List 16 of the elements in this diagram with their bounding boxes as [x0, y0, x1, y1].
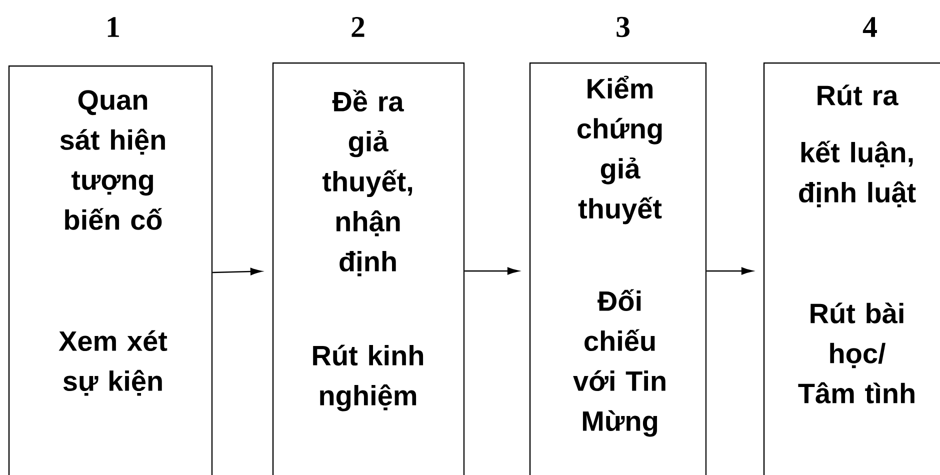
step-text: kết luận, định luật	[799, 140, 916, 208]
step-number: 1	[108, 17, 119, 37]
step-text: Rút ra	[818, 84, 898, 106]
step-number: 4	[862, 17, 877, 37]
arrow	[212, 268, 262, 276]
step-text: Đề ra giả thuyết, nhận định	[322, 90, 412, 276]
step-number: 3	[616, 16, 630, 38]
step-text: Xem xét sự kiện	[58, 330, 168, 396]
step-text: Đối chiếu với Tin Mừng	[573, 289, 666, 437]
step-text: Rút kinh nghiệm	[313, 344, 424, 412]
step-text: Rút bài học/ Tâm tình	[798, 302, 914, 404]
step-text: Quan sát hiện tượng biến cố	[60, 90, 165, 230]
arrow	[706, 267, 753, 275]
step-number: 2	[352, 17, 364, 37]
arrow	[464, 267, 519, 275]
step-text: Kiểm chứng giả thuyết	[578, 76, 662, 224]
